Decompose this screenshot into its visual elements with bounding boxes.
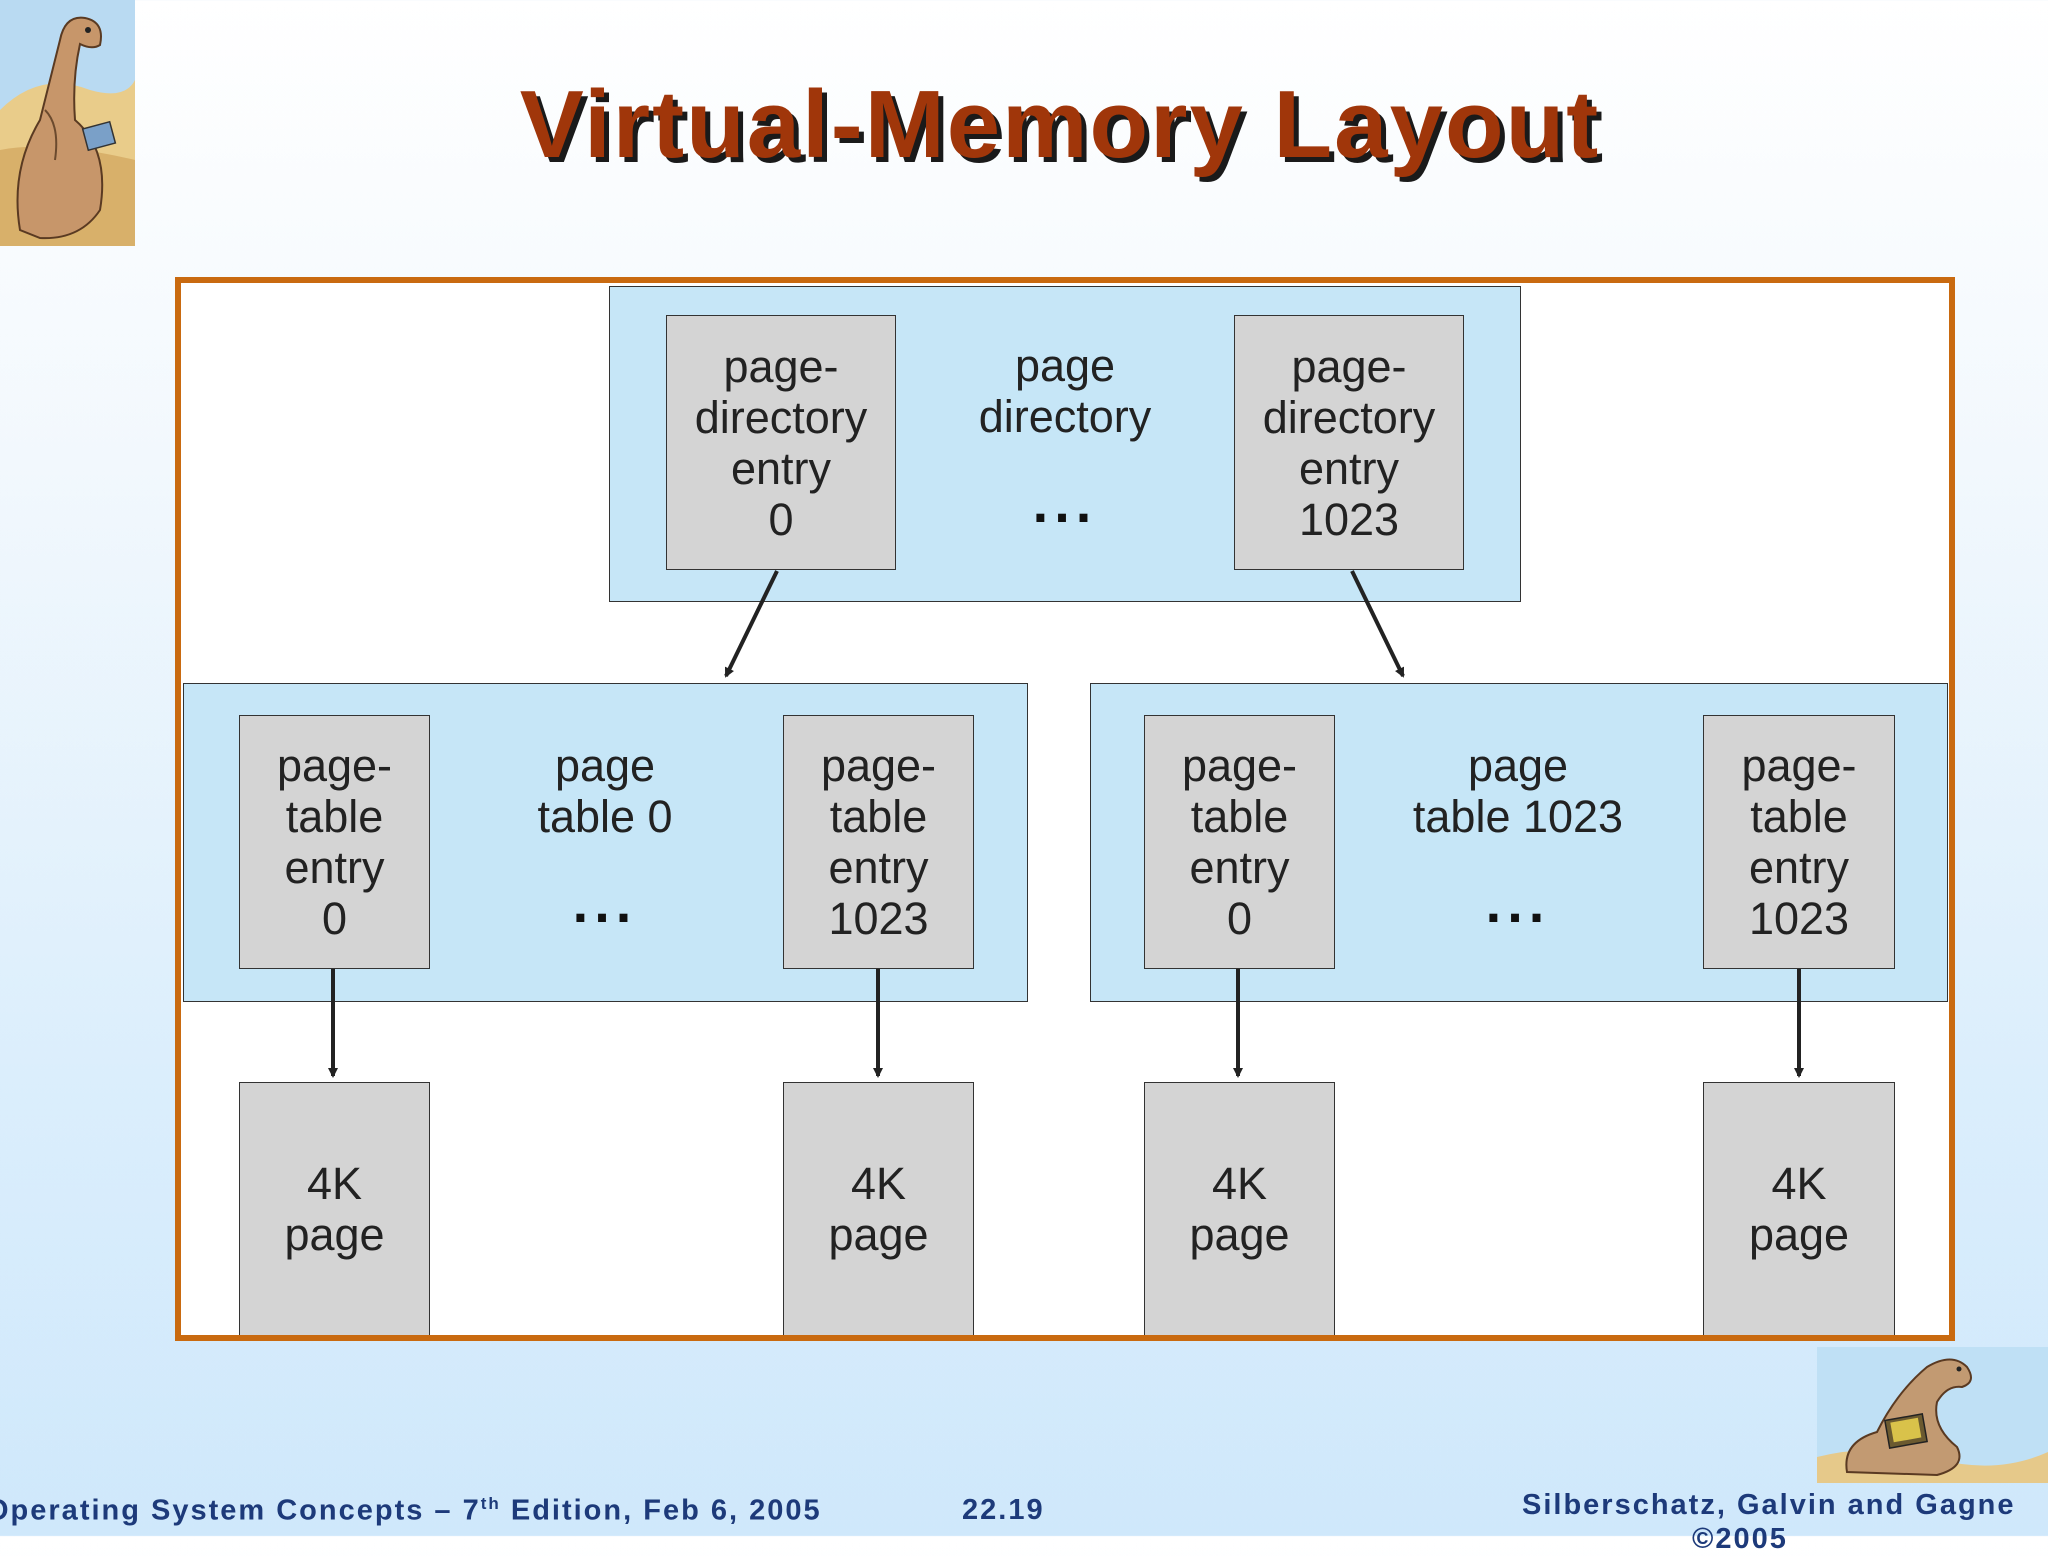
entry-line: table [1190,791,1289,842]
page-4k-3: 4K page [1703,1082,1895,1335]
slide-title: Virtual-Memory Layout [519,71,1601,178]
page-table-1023-entry-0: page- table entry 0 [1144,715,1335,969]
page-line: 4K [1771,1158,1827,1209]
page-directory-entry-0: page- directory entry 0 [666,315,896,570]
entry-line: 1023 [1298,493,1400,545]
page-line: page [284,1209,385,1260]
footer-authors: Silberschatz, Galvin and Gagne [1522,1489,2016,1521]
entry-line: entry [1748,842,1850,893]
ellipsis: ... [572,871,638,934]
entry-line: 1023 [1748,893,1850,944]
arrow-dir1023-to-table1023 [1350,570,1405,678]
page-line: page [1748,1209,1850,1260]
entry-line: page- [723,340,839,392]
page-4k-1: 4K page [783,1082,974,1335]
page-table-0-entry-0: page- table entry 0 [239,715,430,969]
entry-line: entry [730,442,832,494]
label-line: page [1467,740,1569,791]
arrow-dir0-to-table0 [724,570,779,678]
page-directory-label: page directory [940,340,1190,442]
entry-line: page- [1291,340,1407,392]
entry-line: entry [828,842,929,893]
label-line: directory [978,391,1152,442]
page-line: 4K [850,1158,907,1209]
page-table-1023-entry-1023: page- table entry 1023 [1703,715,1895,969]
entry-line: directory [1262,391,1436,443]
page-line: 4K [306,1158,363,1209]
page-line: page [828,1209,929,1260]
entry-line: page- [1741,740,1857,791]
entry-line: table [285,791,384,842]
page-table-0-label: page table 0 [480,740,730,842]
footer-left-prefix: Operating System Concepts – 7 [0,1494,481,1527]
footer-left-suffix: Edition, Feb 6, 2005 [500,1494,822,1527]
page-line: page [1189,1209,1290,1260]
dinosaur-reading-icon [0,0,135,246]
entry-line: entry [1298,442,1400,494]
footer-course-info: Operating System Concepts – 7th Edition,… [0,1494,822,1528]
page-table-0-entry-1023: page- table entry 1023 [783,715,974,969]
entry-line: 0 [1226,893,1253,944]
label-line: page [1014,340,1116,391]
entry-line: entry [284,842,385,893]
page-line: 4K [1211,1158,1268,1209]
entry-line: table [1750,791,1848,842]
label-line: table 1023 [1412,791,1624,842]
label-line: table 0 [537,791,673,842]
page-4k-2: 4K page [1144,1082,1335,1335]
label-line: page [554,740,656,791]
entry-line: entry [1189,842,1290,893]
footer-copyright: ©2005 [1692,1523,1788,1555]
ellipsis: ... [1032,471,1098,534]
entry-line: 0 [768,493,794,545]
entry-line: 1023 [828,893,929,944]
entry-line: page- [820,740,937,791]
footer-slide-number: 22.19 [962,1494,1045,1526]
entry-line: table [829,791,928,842]
entry-line: page- [1181,740,1298,791]
entry-line: page- [276,740,393,791]
dinosaur-laptop-icon [1817,1347,2048,1483]
page-table-1023-label: page table 1023 [1388,740,1648,842]
entry-line: 0 [321,893,348,944]
page-directory-entry-1023: page- directory entry 1023 [1234,315,1464,570]
entry-line: directory [694,391,868,443]
page-4k-0: 4K page [239,1082,430,1335]
footer-left-sup: th [480,1494,501,1513]
ellipsis: ... [1485,871,1551,934]
